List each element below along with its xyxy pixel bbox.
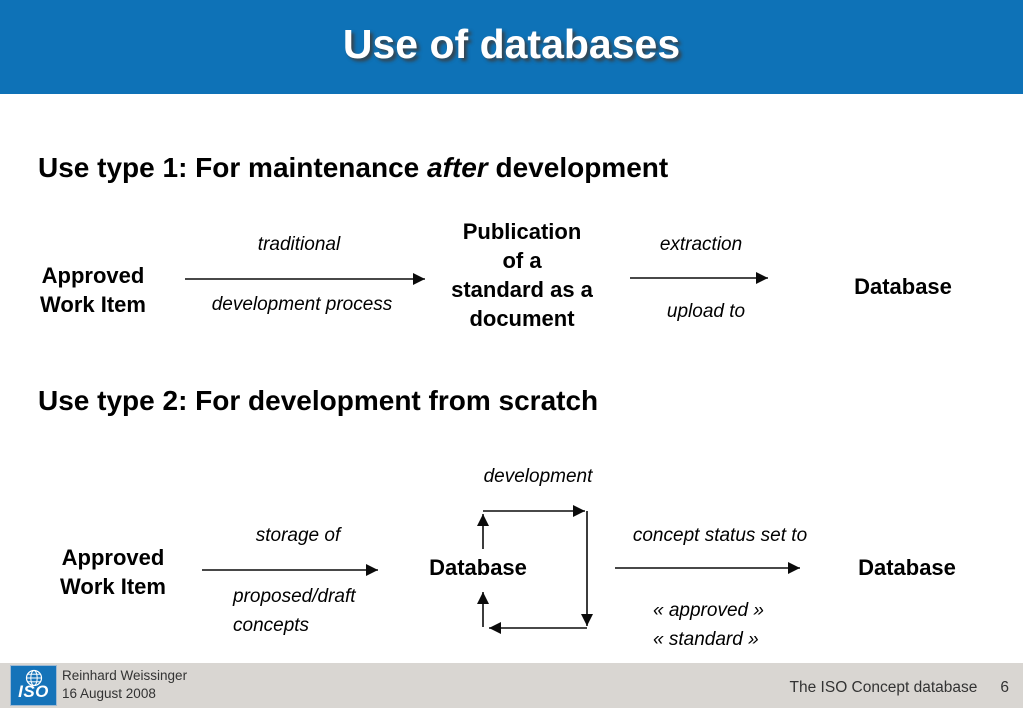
heading1-prefix: Use type 1: For maintenance (38, 152, 428, 183)
footer-deck-title: The ISO Concept database (789, 679, 978, 696)
section-heading-use-type-2: Use type 2: For development from scratch (38, 385, 599, 416)
iso-logo: ISO (10, 665, 57, 706)
node-line: Approved (61, 545, 165, 570)
footer-author: Reinhard Weissinger (62, 668, 188, 683)
type1-node-approved-work-item: Approved Work Item (40, 261, 146, 319)
type1-node-publication: Publication of a standard as a document (451, 217, 593, 333)
label-line: concepts (233, 615, 310, 636)
header-bar: Use of databases (0, 0, 1023, 94)
label-line: « standard » (653, 629, 759, 650)
type1-arrow2-label-above: extraction (659, 234, 743, 255)
heading1-italic-word: after (427, 152, 488, 183)
node-line: standard as a (451, 277, 593, 302)
type2-node-database-middle: Database (429, 555, 527, 580)
type1-node-database: Database (854, 274, 952, 299)
type1-arrow2-label-below: upload to (666, 301, 746, 322)
node-line: of a (502, 248, 542, 273)
type2-loop-label-development: development (483, 466, 593, 487)
type2-node-database-target: Database (858, 555, 956, 580)
node-line: Publication (462, 219, 582, 244)
node-line: Approved (41, 263, 145, 288)
node-line: Work Item (40, 292, 146, 317)
footer-right: The ISO Concept database 6 (790, 679, 1009, 697)
node-line: Work Item (60, 574, 166, 599)
footer-bar: ISO Reinhard Weissinger 16 August 2008 T… (0, 663, 1023, 708)
footer-page-number: 6 (1000, 679, 1009, 696)
iso-globe-icon (25, 669, 42, 687)
footer-credits: Reinhard Weissinger 16 August 2008 (62, 667, 187, 702)
label-line: proposed/draft (233, 586, 356, 607)
type1-arrow1-label-below: development process (211, 294, 393, 315)
type2-node-approved-work-item: Approved Work Item (60, 543, 166, 601)
type2-arrow2-label-below: « approved » « standard » (653, 596, 764, 654)
type2-arrow1-label-below: proposed/draft concepts (233, 582, 356, 640)
heading1-suffix: development (487, 152, 669, 183)
iso-logo-text: ISO (18, 682, 49, 701)
type2-arrow1-label-above: storage of (255, 525, 341, 546)
slide-title: Use of databases (342, 21, 681, 67)
label-line: « approved » (653, 600, 764, 621)
type2-arrow2-label-above: concept status set to (632, 525, 808, 546)
type1-arrow1-label-above: traditional (257, 234, 341, 255)
node-line: document (469, 306, 575, 331)
section-heading-use-type-1: Use type 1: For maintenance after develo… (38, 152, 668, 184)
footer-date: 16 August 2008 (62, 685, 156, 701)
